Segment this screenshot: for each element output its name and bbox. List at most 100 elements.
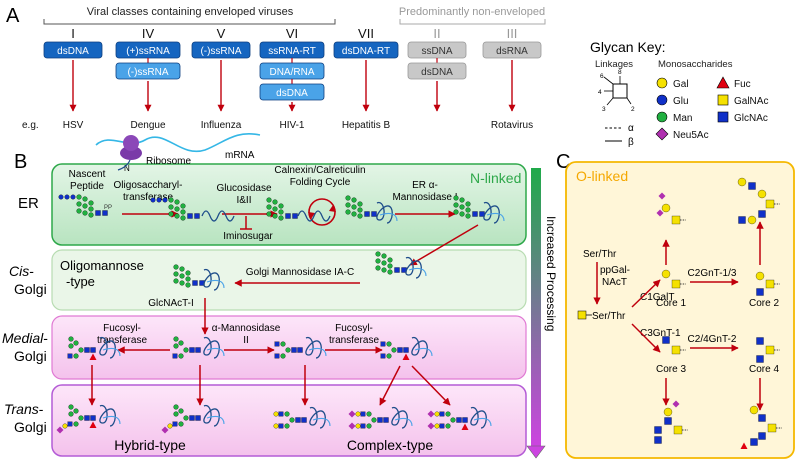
genome-box-4-3 xyxy=(259,83,325,101)
fucosyl-label-2a: transferase xyxy=(97,335,147,346)
glucosidase-label-2: I&II xyxy=(236,195,251,206)
class-example-1: HSV xyxy=(63,120,84,131)
c24gnt-label: C2/4GnT-2 xyxy=(688,334,737,345)
glycan-key-title: Glycan Key: xyxy=(590,39,665,55)
ppgal-label-2: NAcT xyxy=(602,277,627,288)
glu-symbol-icon xyxy=(656,94,668,106)
medial-golgi-label: Medial- xyxy=(2,330,48,346)
o-linked-panel xyxy=(565,161,795,459)
position-6: 6 xyxy=(600,73,604,80)
mrna-label: mRNA xyxy=(225,150,255,161)
panel-b-letter: B xyxy=(14,151,27,173)
er-compartment xyxy=(51,163,527,246)
c3gnt-label: C3GnT-1 xyxy=(640,328,681,339)
increased-processing-label: Increased Processing xyxy=(544,216,558,331)
eg-label: e.g. xyxy=(22,120,39,131)
ribosome-label: Ribosome xyxy=(146,156,191,167)
class-numeral-5: VII xyxy=(358,26,374,41)
er-to-golgi-arrow xyxy=(409,224,479,266)
monosaccharide-label-4: Neu5Ac xyxy=(673,130,709,141)
monosaccharide-label-1: Gal xyxy=(673,79,689,90)
monosaccharide-label-3: Man xyxy=(673,113,692,124)
genome-box-1-1 xyxy=(43,41,103,59)
monosaccharide-label-2: Glu xyxy=(673,96,689,107)
genome-label-3-1: (-)ssRNA xyxy=(200,46,241,57)
fucosyl-label-1b: Fucosyl- xyxy=(335,323,373,334)
fucosyl-label-2b: transferase xyxy=(329,335,379,346)
c3gnt-arrow xyxy=(631,323,661,353)
class-numeral-2: IV xyxy=(142,26,155,41)
to-trans-arrow-4 xyxy=(379,365,401,406)
genome-label-7-1: dsRNA xyxy=(496,46,528,57)
class-numeral-1: I xyxy=(71,26,75,41)
n-glycan-structures xyxy=(56,194,505,434)
genome-box-5-1 xyxy=(333,41,399,59)
ribosome-large-subunit xyxy=(120,146,142,160)
glcnact-label: GlcNAcT-I xyxy=(148,298,194,309)
genome-box-7-1 xyxy=(482,41,542,59)
cis-golgi-label: Cis- xyxy=(9,263,34,279)
class-example-2: Dengue xyxy=(130,120,165,131)
position-8: 8 xyxy=(618,69,622,76)
class-numeral-6: II xyxy=(433,26,440,41)
class-numeral-7: III xyxy=(507,26,518,41)
monosaccharide-label-7: GlcNAc xyxy=(734,113,768,124)
cis-golgi-label-2: Golgi xyxy=(14,281,47,297)
genome-label-6-1: ssDNA xyxy=(421,46,452,57)
glucosidase-label-1: Glucosidase xyxy=(216,183,271,194)
galnac-core xyxy=(577,310,587,320)
ser-thr-bottom: Ser/Thr xyxy=(592,311,626,322)
n-terminus-label: N xyxy=(124,164,130,173)
enveloped-title: Viral classes containing enveloped virus… xyxy=(87,6,294,18)
o-glycan-structures xyxy=(654,177,782,449)
beta-label: β xyxy=(628,137,634,148)
genome-box-3-1 xyxy=(191,41,251,59)
alpha-mann-label-1: α-Mannosidase xyxy=(212,323,281,334)
genome-label-1-1: dsDNA xyxy=(57,46,89,57)
monosaccharides-title: Monosaccharides xyxy=(658,59,733,70)
o-linked-title: O-linked xyxy=(576,168,628,184)
fuc-symbol-icon xyxy=(716,76,730,89)
ppgal-label-1: ppGal- xyxy=(600,265,630,276)
golgi-mann-label: Golgi Mannosidase IA-C xyxy=(246,267,354,278)
complex-type-label: Complex-type xyxy=(347,437,434,453)
hybrid-type-label: Hybrid-type xyxy=(114,437,186,453)
cis-golgi-compartment xyxy=(51,249,527,311)
ribosome-small-subunit xyxy=(123,135,139,151)
er-mann-label-1: ER α- xyxy=(412,180,438,191)
ost-label-2: transferase xyxy=(123,192,173,203)
panel-a-letter: A xyxy=(6,5,20,27)
medial-golgi-label-2: Golgi xyxy=(14,348,47,364)
position-3: 3 xyxy=(602,106,606,113)
genome-label-4-3: dsDNA xyxy=(276,88,308,99)
alpha-mann-label-2: II xyxy=(243,335,249,346)
trans-golgi-label: Trans- xyxy=(4,401,44,417)
genome-box-6-2 xyxy=(407,62,467,80)
neu5ac-symbol-icon xyxy=(655,127,669,141)
calnexin-cycle xyxy=(308,198,336,226)
er-label: ER xyxy=(18,195,39,212)
class-example-5: Hepatitis B xyxy=(342,120,391,131)
monosaccharide-label-6: GalNAc xyxy=(734,96,768,107)
medial-golgi-compartment xyxy=(51,315,527,380)
c1galt-arrow xyxy=(631,279,661,308)
core2-label: Core 2 xyxy=(749,298,779,309)
class-example-4: HIV-1 xyxy=(279,120,304,131)
position-2: 2 xyxy=(631,106,635,113)
processing-arrowhead xyxy=(526,445,546,459)
fucosyl-label-1a: Fucosyl- xyxy=(103,323,141,334)
mrna-strand xyxy=(95,133,261,153)
glcnac-symbol-icon xyxy=(717,111,729,123)
nonenveloped-title: Predominantly non-enveloped xyxy=(399,6,545,18)
class-numeral-4: VI xyxy=(286,26,298,41)
ost-label-1: Oligosaccharyl- xyxy=(114,180,183,191)
calnexin-label-1: Calnexin/Calreticulin xyxy=(274,165,365,176)
trans-golgi-compartment xyxy=(51,384,527,457)
core3-label: Core 3 xyxy=(656,364,686,375)
iminosugar-label: Iminosugar xyxy=(223,231,273,242)
class-example-3: Influenza xyxy=(201,120,242,131)
linkages-title: Linkages xyxy=(595,59,633,70)
genome-label-4-2: DNA/RNA xyxy=(269,67,314,78)
core4-label: Core 4 xyxy=(749,364,779,375)
